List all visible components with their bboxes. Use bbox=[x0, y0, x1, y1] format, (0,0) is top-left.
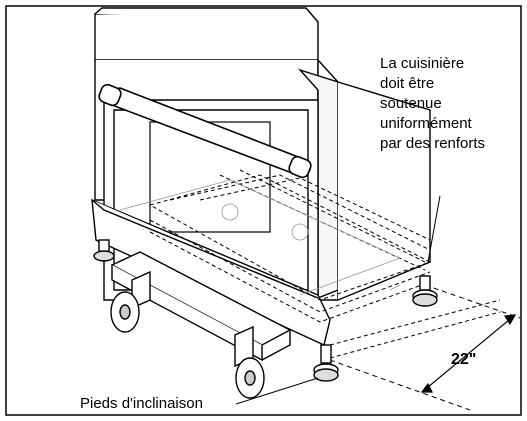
rear-leveling-leg bbox=[412, 275, 438, 307]
support-note-callout: La cuisinière doit être soutenue uniform… bbox=[380, 54, 485, 154]
range-ghost-outline bbox=[119, 179, 402, 296]
dimension-arrow bbox=[420, 314, 517, 393]
support-note-line: doit être bbox=[380, 75, 435, 92]
support-note-line: soutenue bbox=[380, 95, 442, 112]
depth-dimension-label: 22" bbox=[451, 351, 477, 368]
oven-handle bbox=[98, 83, 312, 179]
left-leveling-leg bbox=[93, 239, 115, 262]
support-note-line: uniformément bbox=[380, 115, 472, 132]
kick-plate bbox=[91, 198, 331, 346]
leveling-legs-label: Pieds d'inclinaison bbox=[80, 395, 203, 412]
leader-lines bbox=[235, 124, 522, 405]
front-leveling-leg bbox=[313, 344, 339, 382]
diagram-border bbox=[5, 5, 522, 416]
dimension-lines bbox=[329, 284, 521, 411]
support-note-line: par des renforts bbox=[380, 135, 486, 152]
dolly-wheel-front bbox=[110, 291, 140, 333]
dolly-wheel-rear bbox=[235, 357, 265, 399]
support-note-line: La cuisinière bbox=[380, 55, 465, 72]
moving-dolly bbox=[110, 251, 292, 368]
